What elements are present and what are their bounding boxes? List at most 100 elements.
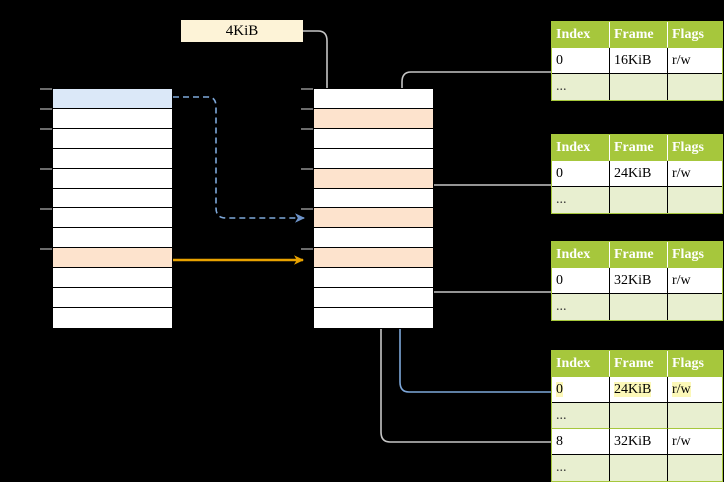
table-cell-index: ... bbox=[552, 403, 610, 429]
table-cell-flags: r/w bbox=[668, 161, 722, 187]
cell-text: ... bbox=[556, 79, 567, 94]
cell-text: r/w bbox=[672, 166, 691, 181]
physical-frame-cell bbox=[314, 288, 433, 308]
cell-text: ... bbox=[556, 408, 567, 423]
physical-frame-cell bbox=[314, 128, 433, 149]
column-header-index: Index bbox=[552, 135, 610, 161]
table-cell-index: 0 bbox=[552, 377, 610, 403]
virtual-page-cell bbox=[53, 307, 172, 328]
physical-frame-cell bbox=[314, 208, 433, 229]
page-size-text: 4KiB bbox=[225, 23, 259, 39]
physical-frame-cell bbox=[314, 89, 433, 109]
column-header-frame: Frame bbox=[610, 135, 668, 161]
wire-virtual-blue-mapping bbox=[173, 96, 305, 223]
table-cell-frame: 24KiB bbox=[610, 377, 668, 403]
cell-text: 0 bbox=[556, 166, 563, 181]
column-header-frame: Frame bbox=[610, 351, 668, 377]
cell-text: 0 bbox=[556, 273, 563, 288]
cell-text: r/w bbox=[672, 382, 691, 397]
table-row: 0 32KiB r/w bbox=[552, 268, 722, 294]
wire-table3-to-frame bbox=[416, 271, 552, 293]
table-cell-frame bbox=[610, 74, 668, 100]
table-cell-flags bbox=[668, 455, 722, 481]
cell-text: ... bbox=[556, 299, 567, 314]
wire-table2-to-frame bbox=[416, 184, 552, 228]
column-header-flags: Flags bbox=[668, 242, 722, 268]
table-cell-frame bbox=[610, 294, 668, 320]
table-row: 0 24KiB r/w bbox=[552, 377, 722, 403]
cell-text: 8 bbox=[556, 434, 563, 449]
table-row: 0 24KiB r/w bbox=[552, 161, 722, 187]
column-header-flags: Flags bbox=[668, 22, 722, 48]
virtual-page-cell bbox=[53, 148, 172, 169]
page-size-label: 4KiB bbox=[181, 20, 303, 42]
table-cell-index: 8 bbox=[552, 429, 610, 455]
virtual-page-cell bbox=[53, 89, 172, 109]
table-cell-index: ... bbox=[552, 294, 610, 320]
cell-text: 16KiB bbox=[614, 53, 652, 68]
physical-frame-cell bbox=[314, 148, 433, 169]
column-header-flags: Flags bbox=[668, 351, 722, 377]
column-header-frame: Frame bbox=[610, 22, 668, 48]
virtual-page-cell bbox=[53, 268, 172, 289]
column-header-index: Index bbox=[552, 351, 610, 377]
table-cell-index: 0 bbox=[552, 161, 610, 187]
table-row: ... bbox=[552, 403, 722, 429]
virtual-page-cell bbox=[53, 188, 172, 209]
cell-text: ... bbox=[556, 192, 567, 207]
column-header-index: Index bbox=[552, 22, 610, 48]
cell-text: ... bbox=[556, 460, 567, 475]
physical-frame-cell bbox=[314, 248, 433, 269]
virtual-page-cell bbox=[53, 208, 172, 229]
table-cell-flags: r/w bbox=[668, 268, 722, 294]
column-header-frame: Frame bbox=[610, 242, 668, 268]
virtual-page-cell bbox=[53, 108, 172, 129]
physical-frame-cell bbox=[314, 168, 433, 189]
virtual-page-cell bbox=[53, 128, 172, 149]
cell-text: r/w bbox=[672, 53, 691, 68]
virtual-page-cell bbox=[53, 228, 172, 249]
table-cell-frame bbox=[610, 403, 668, 429]
cell-text: 0 bbox=[556, 382, 563, 397]
table-cell-flags: r/w bbox=[668, 429, 722, 455]
physical-memory-column bbox=[313, 88, 434, 329]
cell-text: 0 bbox=[556, 53, 563, 68]
table-row: ... bbox=[552, 455, 722, 481]
table-cell-flags bbox=[668, 187, 722, 213]
table-cell-flags bbox=[668, 403, 722, 429]
column-header-index: Index bbox=[552, 242, 610, 268]
cell-text: 24KiB bbox=[614, 166, 652, 181]
physical-frame-cell bbox=[314, 307, 433, 328]
table-cell-frame: 32KiB bbox=[610, 268, 668, 294]
physical-frame-cell bbox=[314, 188, 433, 209]
table-cell-frame bbox=[610, 187, 668, 213]
virtual-page-cell bbox=[53, 168, 172, 189]
table-cell-flags: r/w bbox=[668, 48, 722, 74]
table-row: ... bbox=[552, 294, 722, 320]
cell-text: r/w bbox=[672, 273, 691, 288]
middle-tick-marks bbox=[301, 88, 313, 250]
table-cell-flags bbox=[668, 294, 722, 320]
table-row: ... bbox=[552, 74, 722, 100]
table-row: 0 16KiB r/w bbox=[552, 48, 722, 74]
table-cell-frame: 24KiB bbox=[610, 161, 668, 187]
left-tick-marks bbox=[40, 88, 52, 250]
virtual-page-cell bbox=[53, 248, 172, 269]
physical-frame-cell bbox=[314, 108, 433, 129]
table-cell-frame: 16KiB bbox=[610, 48, 668, 74]
virtual-address-space-column bbox=[52, 88, 173, 329]
table-cell-frame bbox=[610, 455, 668, 481]
cell-text: 24KiB bbox=[614, 382, 652, 397]
table-cell-index: ... bbox=[552, 74, 610, 100]
physical-frame-cell bbox=[314, 228, 433, 249]
column-header-flags: Flags bbox=[668, 135, 722, 161]
